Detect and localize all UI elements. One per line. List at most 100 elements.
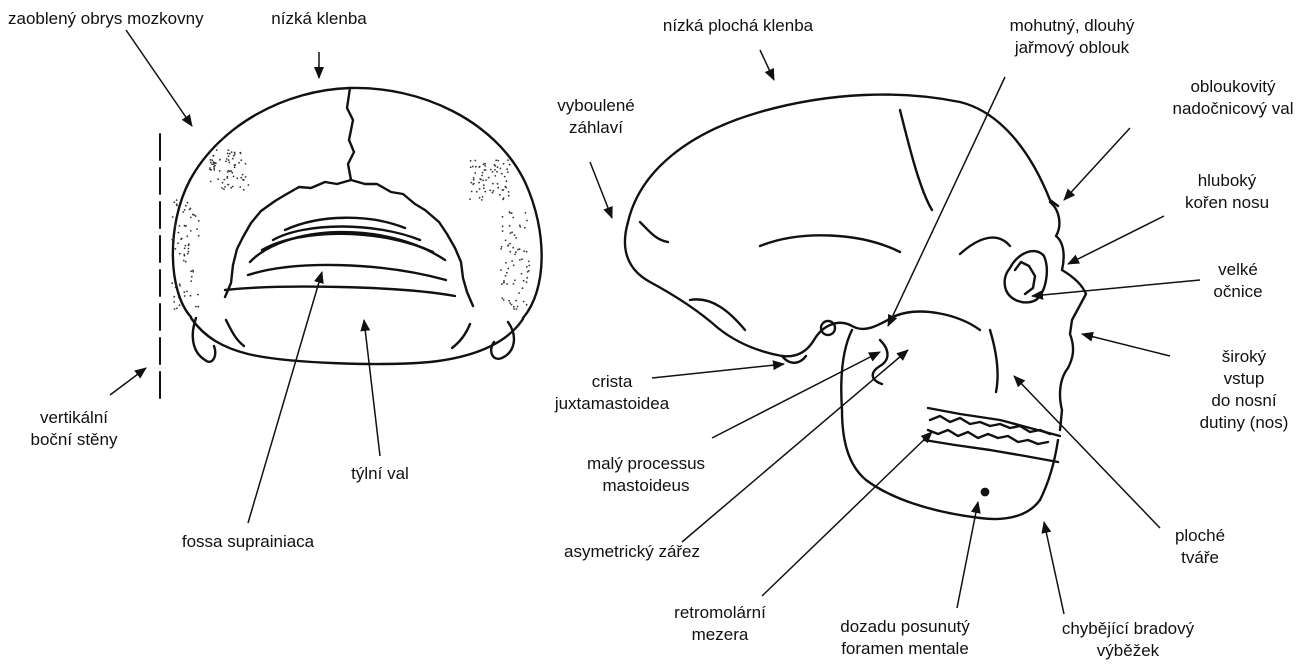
- stipple-dot: [211, 159, 213, 161]
- stipple-dot: [175, 248, 177, 250]
- stipple-dot: [526, 251, 528, 253]
- stipple-dot: [183, 254, 185, 256]
- stipple-dot: [507, 268, 509, 270]
- stipple-dot: [507, 244, 509, 246]
- stipple-dot: [479, 188, 481, 190]
- stipple-dot: [501, 297, 503, 299]
- stipple-dot: [210, 181, 212, 183]
- stipple-dot: [472, 183, 474, 185]
- label-line: velké: [1213, 259, 1262, 281]
- stipple-dot: [182, 211, 184, 213]
- stipple-dot: [475, 166, 477, 168]
- stipple-dot: [248, 184, 250, 186]
- stipple-dot: [506, 168, 508, 170]
- stipple-dot: [186, 235, 188, 237]
- label-chin: chybějící bradový výběžek: [1062, 618, 1194, 662]
- stipple-dot: [173, 301, 175, 303]
- stipple-dot: [505, 262, 507, 264]
- stipple-dot: [521, 258, 523, 260]
- label-line: výběžek: [1062, 640, 1194, 662]
- stipple-dot: [503, 189, 505, 191]
- arrow-mental-foramen: [957, 502, 978, 608]
- stipple-dot: [213, 166, 215, 168]
- stipple-dot: [217, 178, 219, 180]
- sagittal-suture: [347, 88, 354, 180]
- stipple-dot: [221, 187, 223, 189]
- stipple-dot: [176, 203, 178, 205]
- stipple-dot: [503, 163, 505, 165]
- stipple-dot: [519, 248, 521, 250]
- stipple-dot: [474, 172, 476, 174]
- stipple-dot: [513, 264, 515, 266]
- stipple-dot: [184, 247, 186, 249]
- stipple-dot: [234, 166, 236, 168]
- stipple-dot: [507, 171, 509, 173]
- arrow-nasal-root: [1068, 216, 1164, 264]
- stipple-dot: [183, 260, 185, 262]
- stipple-dot: [232, 158, 234, 160]
- stipple-dot: [481, 199, 483, 201]
- stipple-dot: [173, 238, 175, 240]
- stipple-dot: [474, 160, 476, 162]
- stipple-dot: [484, 165, 486, 167]
- stipple-dot: [497, 160, 499, 162]
- stipple-dot: [171, 239, 173, 241]
- label-nasal-aperture: široký vstup do nosní dutiny (nos): [1200, 346, 1289, 434]
- stipple-dot: [483, 187, 485, 189]
- label-line: ploché: [1175, 525, 1225, 547]
- stipple-dot: [488, 177, 490, 179]
- label-line: malý processus: [587, 453, 705, 475]
- stipple-dot: [500, 248, 502, 250]
- stipple-dot: [481, 175, 483, 177]
- stipple-dot: [176, 199, 178, 201]
- stipple-dot: [510, 232, 512, 234]
- stipple-dot: [484, 191, 486, 193]
- stipple-dot: [243, 189, 245, 191]
- posterior-lower-margin: [191, 318, 523, 364]
- stipple-dot: [231, 151, 233, 153]
- stipple-dot: [225, 161, 227, 163]
- stipple-dot: [484, 163, 486, 165]
- label-line: dutiny (nos): [1200, 412, 1289, 434]
- stipple-dot: [483, 163, 485, 165]
- stipple-dot: [508, 191, 510, 193]
- stipple-dot: [171, 282, 173, 284]
- stipple-dot: [185, 205, 187, 207]
- stipple-dot: [179, 225, 181, 227]
- stipple-dot: [195, 306, 197, 308]
- label-nasal-root: hluboký kořen nosu: [1185, 170, 1269, 214]
- stipple-dot: [482, 172, 484, 174]
- arrow-crista: [652, 364, 784, 378]
- stipple-dot: [500, 168, 502, 170]
- stipple-dot: [198, 220, 200, 222]
- stipple-dot: [501, 173, 503, 175]
- stipple-dot: [489, 189, 491, 191]
- stipple-dot: [226, 177, 228, 179]
- stipple-dot: [188, 251, 190, 253]
- stipple-dot: [470, 160, 472, 162]
- arrow-retromolar: [762, 432, 932, 596]
- stipple-dot: [511, 304, 513, 306]
- stipple-dot: [232, 186, 234, 188]
- label-notch: asymetrický zářez: [564, 541, 700, 563]
- stipple-dot: [496, 171, 498, 173]
- stipple-dot: [504, 176, 506, 178]
- stipple-dot: [509, 225, 511, 227]
- stipple-dot: [172, 216, 174, 218]
- stipple-dot: [176, 308, 178, 310]
- label-line: mohutný, dlouhý: [1010, 15, 1135, 37]
- label-line: mastoideus: [587, 475, 705, 497]
- stipple-dot: [523, 301, 525, 303]
- stipple-dot: [526, 281, 528, 283]
- stipple-dot: [473, 177, 475, 179]
- stipple-dot: [503, 299, 505, 301]
- stipple-dot: [511, 260, 513, 262]
- stipple-dot: [508, 300, 510, 302]
- stipple-dot: [497, 166, 499, 168]
- stipple-dot: [174, 226, 176, 228]
- arrow-bulging-occiput: [590, 162, 612, 218]
- stipple-dot: [484, 169, 486, 171]
- stipple-dot: [223, 188, 225, 190]
- label-crista: crista juxtamastoidea: [555, 371, 669, 415]
